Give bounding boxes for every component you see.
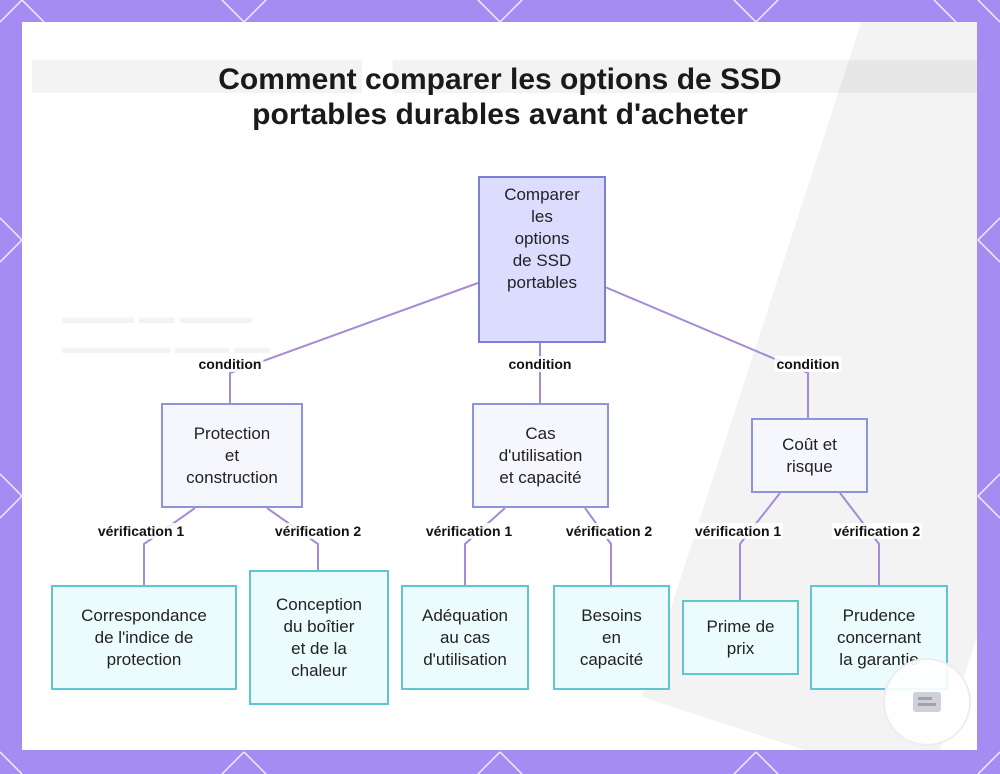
edge-label-condition: condition [774,356,842,372]
edge-cost-price [739,492,781,600]
fit-node-line: d'utilisation [423,649,507,669]
ssd-drive-icon [913,692,941,712]
usage-node-line: Cas [525,423,556,443]
protection-node-line: Protection [193,423,271,443]
rating-node-line: Correspondance [81,605,207,625]
protection-node-line: et [224,445,240,465]
title-line-2: portables durables avant d'acheter [252,98,748,131]
warranty-node-line: concernant [836,627,922,647]
capacity-node-line: en [602,627,621,647]
rating-node-line: de l'indice de [94,627,194,647]
price-node-line: prix [726,638,755,658]
rating-node-line: protection [106,649,182,669]
title-line-1: Comment comparer les options de SSD [218,63,782,96]
edge-label-check-2: vérification 2 [563,523,655,539]
rating-node: Correspondance de l'indice de protection [51,585,237,690]
fit-node: Adéquation au cas d'utilisation [401,585,529,690]
root-node-line: les [531,207,553,226]
design-node-line: et de la [291,638,347,658]
root-node-line: portables [507,273,577,292]
edge-protection-design [266,507,319,570]
warranty-node: Prudence concernant la garantie [810,585,948,690]
fit-node-line: au cas [439,627,491,647]
edge-usage-capacity [584,507,612,585]
edge-cost-warranty [839,492,880,585]
price-node: Prime de prix [682,600,799,675]
edge-label-check-2: vérification 2 [831,523,923,539]
edge-usage-fit [464,507,506,585]
price-node-line: Prime de [706,616,775,636]
root-node-line: options [514,229,570,248]
background-watermark: ▬▬▬▬ ▬▬ ▬▬▬▬▬▬▬▬▬▬ ▬▬▬ ▬▬ [62,302,270,362]
protection-node-line: construction [186,467,278,487]
capacity-node-line: Besoins [581,605,642,625]
usage-node-line: et capacité [499,467,582,487]
edge-label-check-2: vérification 2 [272,523,364,539]
root-node: Comparer les options de SSD portables [478,176,606,343]
capacity-node: Besoins en capacité [553,585,670,690]
cost-node-line: Coût et [782,434,837,454]
cost-node: Coût et risque [751,418,868,493]
warranty-node-line: la garantie [839,649,919,669]
design-node-line: chaleur [291,660,347,680]
cost-node-line: risque [786,456,833,476]
edge-label-check-1: vérification 1 [423,523,515,539]
design-node: Conception du boîtier et de la chaleur [249,570,389,705]
usage-node: Cas d'utilisation et capacité [472,403,609,508]
protection-node: Protection et construction [161,403,303,508]
edge-root-cost [604,286,809,418]
edge-label-condition: condition [506,356,574,372]
edge-label-condition: condition [196,356,264,372]
edge-root-protection [229,282,479,403]
capacity-node-line: capacité [579,649,644,669]
design-node-line: Conception [275,594,362,614]
fit-node-line: Adéquation [421,605,509,625]
edge-label-check-1: vérification 1 [692,523,784,539]
background-watermark: ▬▬▬ ▬▬▬▬▬▬ [32,22,977,119]
edge-protection-rating [143,507,196,585]
root-node-line: de SSD [512,251,572,270]
usage-node-line: d'utilisation [498,445,583,465]
corner-badge [883,658,971,746]
warranty-node-line: Prudence [842,605,916,625]
edge-label-check-1: vérification 1 [95,523,187,539]
root-node-line: Comparer [504,185,580,204]
diagram-title: Comment comparer les options de SSD port… [0,62,1000,132]
design-node-line: du boîtier [283,616,355,636]
